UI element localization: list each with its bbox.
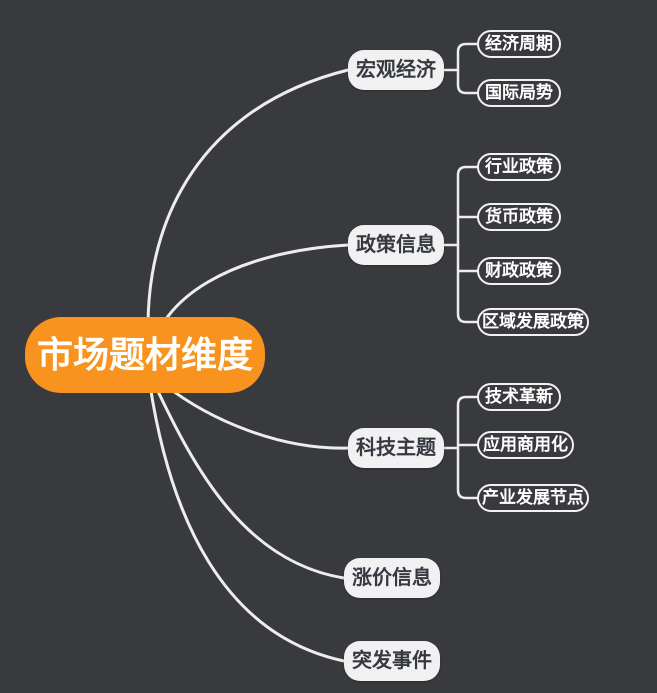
elbow-macro-economy-children <box>442 42 479 95</box>
branch-topic-price-rise-info[interactable]: 涨价信息 <box>344 558 440 598</box>
subtopic-monetary-policy[interactable]: 货币政策 <box>477 203 561 231</box>
subtopic-fiscal-policy[interactable]: 财政政策 <box>477 257 561 285</box>
subtopic-tech-innovation[interactable]: 技术革新 <box>477 383 561 411</box>
branch-topic-macro-economy[interactable]: 宏观经济 <box>348 50 444 90</box>
branch-topic-emergency-event[interactable]: 突发事件 <box>344 641 440 681</box>
subtopic-industry-development-node[interactable]: 产业发展节点 <box>477 484 589 512</box>
subtopic-international-situation[interactable]: 国际局势 <box>477 79 561 107</box>
elbow-tech-theme-children <box>442 395 479 500</box>
connector-root-to-emergency-event <box>148 383 346 663</box>
subtopic-regional-development-policy[interactable]: 区域发展政策 <box>477 308 589 336</box>
elbow-policy-info-children <box>442 165 479 324</box>
root-topic[interactable]: 市场题材维度 <box>25 317 265 393</box>
connector-root-to-tech-theme <box>163 383 350 450</box>
subtopic-industry-policy[interactable]: 行业政策 <box>477 153 561 181</box>
connector-root-to-macro-economy <box>146 68 350 362</box>
branch-topic-tech-theme[interactable]: 科技主题 <box>348 428 444 468</box>
subtopic-app-commercialization[interactable]: 应用商用化 <box>477 431 574 459</box>
subtopic-economic-cycle[interactable]: 经济周期 <box>477 30 561 58</box>
branch-topic-policy-info[interactable]: 政策信息 <box>348 225 444 265</box>
connector-root-to-price-rise-info <box>153 383 346 580</box>
